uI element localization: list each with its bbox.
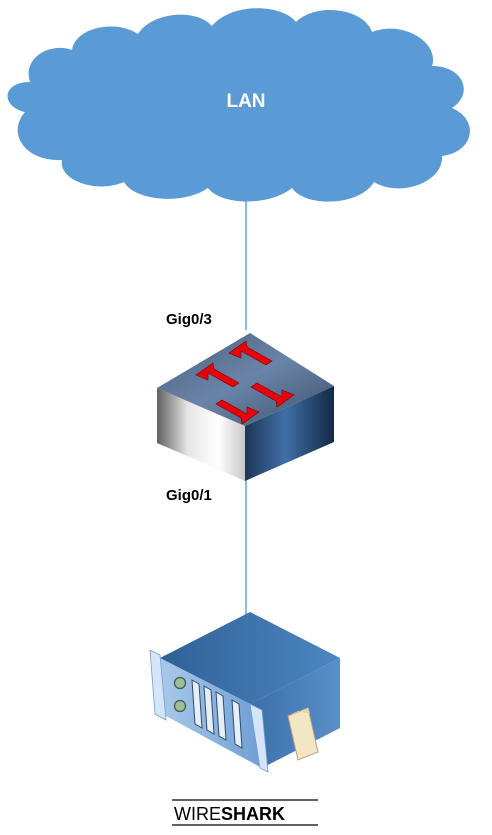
server-button-top-icon (173, 676, 187, 690)
arrow-up-left-icon (228, 340, 273, 366)
switch-arrows (195, 340, 295, 425)
cloud-label: LAN (226, 91, 265, 112)
logo-text-suffix: SHARK (221, 804, 285, 824)
drive-bay-4 (231, 699, 243, 749)
logo-text: WIRESHARK (174, 804, 285, 824)
network-switch (157, 333, 334, 481)
drive-bay-3 (215, 691, 227, 741)
arrow-right-icon (250, 382, 295, 408)
port-label-bottom: Gig0/1 (166, 487, 212, 504)
switch-right-face (245, 386, 334, 481)
server-rack-ear-right (249, 703, 269, 773)
lan-cloud: LAN (7, 8, 470, 202)
drive-bay-2 (203, 685, 215, 735)
server-rack-ear-left (149, 649, 167, 721)
logo-text-prefix: WIRE (174, 804, 221, 824)
server-drive-bays (191, 679, 243, 749)
server-button-bottom-icon (173, 699, 187, 713)
wireshark-logo: WIRESHARK (172, 799, 318, 826)
cloud-shape (7, 8, 470, 202)
arrow-left-icon (195, 362, 240, 388)
server-card-slot-top (288, 708, 310, 716)
arrow-down-right-icon (215, 399, 260, 425)
wireshark-server (149, 612, 340, 773)
switch-top-face (157, 333, 334, 426)
drive-bay-1 (191, 679, 203, 729)
port-label-top: Gig0/3 (166, 311, 212, 328)
switch-left-face (157, 388, 245, 481)
